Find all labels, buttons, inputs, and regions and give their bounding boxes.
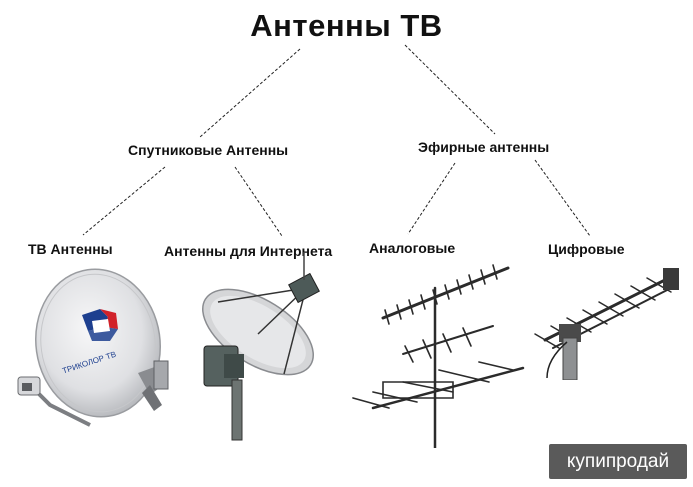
digital-antenna-image: [534, 268, 679, 380]
line-root-satellite: [199, 48, 301, 138]
watermark-badge: купипродай: [549, 444, 687, 479]
node-analog-antennas: Аналоговые: [369, 240, 456, 256]
line-terrestrial-analog: [407, 162, 456, 235]
node-tv-antennas: ТВ Антенны: [28, 241, 113, 257]
line-satellite-internet: [234, 166, 283, 237]
analog-antenna-image: [352, 264, 525, 448]
internet-dish-image: [202, 252, 320, 441]
line-root-terrestrial: [404, 44, 496, 135]
tricolor-dish-image: ТРИКОЛОР ТВ: [17, 268, 169, 427]
node-terrestrial-antennas: Эфирные антенны: [418, 139, 550, 155]
line-terrestrial-digital: [534, 159, 591, 237]
node-digital-antennas: Цифровые: [548, 241, 625, 257]
diagram-title: Антенны ТВ: [250, 8, 443, 43]
node-internet-antennas: Антенны для Интернета: [164, 243, 333, 259]
line-satellite-tv: [82, 166, 166, 236]
tricolor-logo-icon: [82, 309, 118, 341]
node-satellite-antennas: Спутниковые Антенны: [128, 142, 289, 158]
